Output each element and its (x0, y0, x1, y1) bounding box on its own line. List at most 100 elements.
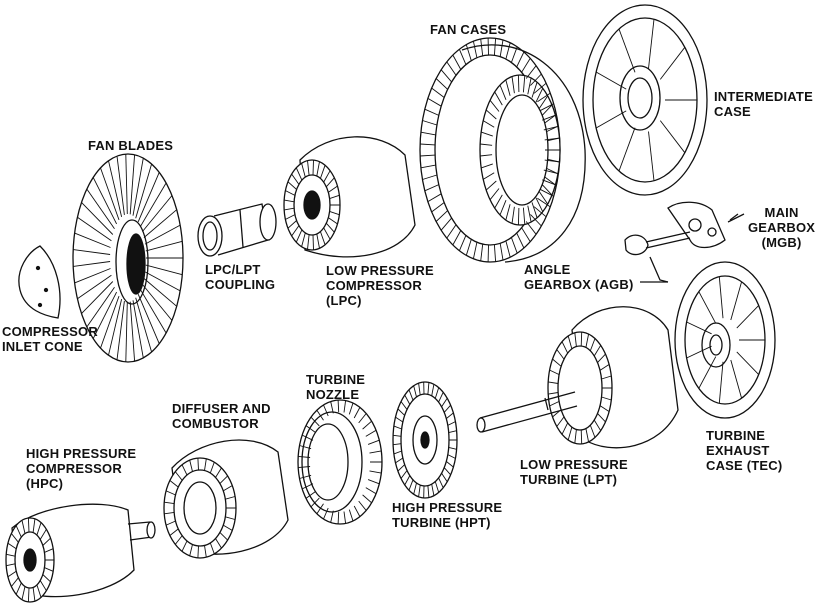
fan-case-rib (493, 244, 497, 262)
diffuser-vane (204, 545, 207, 558)
fan-case-rib (435, 210, 449, 222)
lpt-blade (593, 419, 602, 431)
tec-strut (718, 361, 724, 404)
lpc-blade (285, 214, 296, 220)
label-inlet-cone-line2: INLET CONE (2, 339, 83, 354)
hpt-blade (393, 434, 402, 437)
lpt-blade (585, 333, 590, 348)
nozzle-vane (362, 420, 372, 430)
label-intermediate-case-line1: INTERMEDIATE (714, 89, 813, 104)
fan-case-rib (435, 78, 449, 90)
fan-case-vane (489, 188, 500, 200)
nozzle-vane (365, 487, 377, 495)
lpt-blade (548, 392, 559, 395)
fan-blade (86, 188, 115, 230)
hpc-blade (27, 587, 30, 602)
low-pressure-compressor (283, 136, 416, 258)
nozzle-vane (316, 503, 324, 514)
lpt-blade (552, 358, 562, 367)
intermediate-case-strut (648, 19, 655, 69)
hpt-blade (400, 401, 408, 410)
main-gearbox (667, 201, 745, 249)
nozzle-vane (358, 413, 367, 424)
diffuser-vane (189, 459, 193, 472)
label-main-gearbox-line1: MAIN (764, 205, 799, 220)
fan-case-vane (531, 82, 538, 98)
hpt-blade (427, 382, 430, 395)
hpt-blade (418, 383, 421, 395)
tec-strut (698, 356, 717, 389)
hpt-blade (438, 477, 444, 488)
fan-case-vane (547, 137, 560, 142)
label-hpc-line3: (HPC) (26, 476, 64, 491)
label-main-gearbox-line3: (MGB) (761, 235, 802, 250)
compressor-inlet-cone (18, 245, 61, 319)
intermediate-case-strut (648, 131, 655, 181)
hpc-blade (15, 525, 22, 538)
hpt-blade (397, 464, 406, 472)
fan-case-rib (480, 38, 484, 56)
fan-blade (116, 156, 125, 215)
fan-case-rib (458, 235, 467, 251)
nozzle-vane (298, 455, 311, 458)
fan-blade (73, 261, 111, 267)
lpt-blade (593, 345, 602, 357)
fan-case-rib (525, 221, 537, 235)
hpt-blade (395, 457, 404, 464)
hpt-blade (434, 481, 440, 493)
fan-blade (137, 172, 160, 222)
hpt-blade (413, 482, 417, 495)
diffuser-vane (215, 538, 222, 549)
nozzle-vane (299, 445, 312, 450)
fan-blade (116, 301, 125, 360)
nozzle-vane (299, 474, 312, 479)
lpt-blade (561, 341, 569, 354)
intermediate-case-strut (595, 110, 627, 129)
nozzle-vane (337, 511, 340, 524)
label-diffuser-line2: COMBUSTOR (172, 416, 259, 431)
hpc-blade (11, 577, 19, 587)
fan-case-rib (465, 44, 472, 61)
lpt-blade (580, 429, 583, 444)
lpc-blade (312, 160, 314, 176)
fan-case-rib (458, 49, 467, 65)
label-angle-gearbox-line1: ANGLE (524, 262, 571, 277)
high-pressure-compressor (5, 503, 156, 603)
diffuser-vane (174, 471, 183, 481)
label-tec-line2: EXHAUST (706, 443, 770, 458)
hpt-blade (446, 461, 454, 468)
fan-case-vane (499, 84, 507, 100)
fan-case-vane (482, 120, 495, 128)
fan-case-rib (452, 54, 462, 70)
fan-case-vane (485, 109, 497, 120)
fan-case-rib (480, 244, 484, 262)
tec-strut (698, 291, 717, 324)
fan-blade (140, 289, 167, 334)
hpc-blade (36, 522, 42, 536)
hpc-blade (7, 542, 17, 550)
fan-case-rib (427, 193, 442, 202)
fan-case-vane (499, 200, 507, 216)
fan-case-rib (521, 58, 531, 73)
hpc-blade (15, 582, 22, 595)
lpt-blade (599, 405, 610, 412)
fan-blade (137, 294, 160, 344)
hpt-blade (397, 408, 406, 416)
fan-case-vane (527, 77, 532, 95)
nozzle-vane (348, 402, 354, 415)
tec-strut (686, 321, 712, 335)
fan-blade (74, 268, 111, 284)
nozzle-vane (305, 491, 316, 499)
fan-case-rib (472, 41, 478, 58)
fan-case-rib (446, 61, 457, 76)
hpc-blade (44, 567, 54, 572)
hpt-blade (408, 479, 414, 491)
lpc-blade (291, 225, 300, 237)
lpt-blade (552, 409, 562, 418)
lpc-blade (328, 217, 338, 225)
diffuser-vane (197, 545, 199, 558)
fan-case-rib (537, 92, 551, 103)
diffuser-vane (197, 458, 199, 471)
hpt-blade (404, 475, 411, 486)
fan-case-rib (452, 230, 462, 246)
